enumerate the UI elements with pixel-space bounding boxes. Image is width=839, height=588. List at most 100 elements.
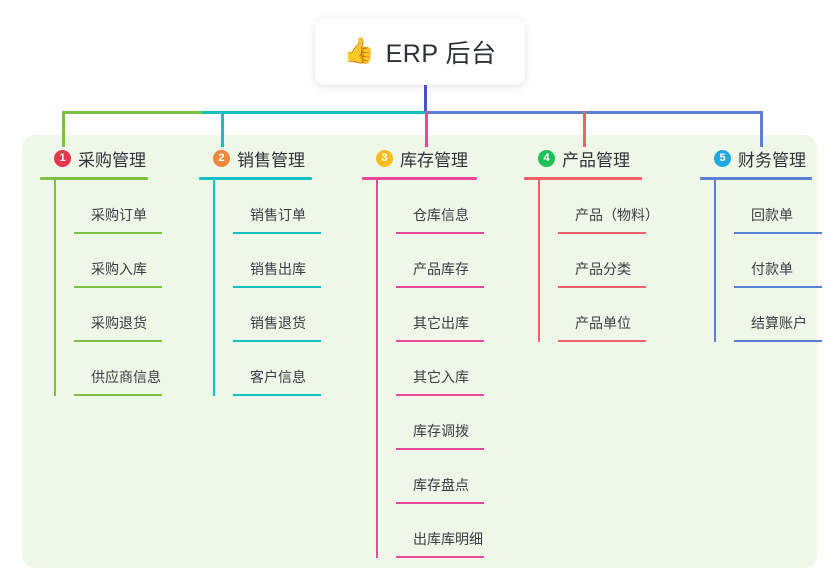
leaf-node[interactable]: 其它入库: [396, 342, 484, 396]
drop-line-5: [760, 111, 763, 147]
leaf-label: 产品分类: [575, 261, 631, 277]
leaf-rule: [396, 394, 484, 396]
column-header-rule: [700, 177, 812, 180]
column-采购管理: 1 采购管理采购订单采购入库采购退货供应商信息: [40, 145, 162, 396]
column-header-rule: [199, 177, 312, 180]
leaf-node[interactable]: 销售出库: [233, 234, 321, 288]
column-badge-3: 3: [376, 149, 393, 167]
column-title: 库存管理: [400, 150, 468, 170]
leaf-label: 供应商信息: [91, 369, 161, 385]
column-items: 回款单付款单结算账户: [714, 180, 822, 342]
column-items: 采购订单采购入库采购退货供应商信息: [54, 180, 162, 396]
leaf-label: 其它入库: [413, 369, 469, 385]
leaf-node[interactable]: 客户信息: [233, 342, 321, 396]
leaf-node[interactable]: 采购订单: [74, 180, 162, 234]
leaf-rule: [233, 394, 321, 396]
column-spine: [538, 180, 540, 342]
diagram-panel: [22, 135, 817, 568]
column-header-1[interactable]: 1 采购管理: [40, 145, 148, 171]
column-spine: [54, 180, 56, 396]
leaf-rule: [734, 232, 822, 234]
leaf-rule: [396, 340, 484, 342]
leaf-node[interactable]: 产品库存: [396, 234, 484, 288]
column-badge-2: 2: [213, 149, 230, 167]
leaf-node[interactable]: 销售订单: [233, 180, 321, 234]
column-header-3[interactable]: 3 库存管理: [362, 145, 477, 171]
drop-line-1: [62, 111, 65, 147]
leaf-label: 客户信息: [250, 369, 306, 385]
root-title: ERP 后台: [385, 39, 497, 68]
column-header-4[interactable]: 4 产品管理: [524, 145, 642, 171]
column-items: 仓库信息产品库存其它出库其它入库库存调拨库存盘点出库库明细: [376, 180, 484, 558]
column-badge-4: 4: [538, 149, 555, 167]
thumbs-up-icon: 👍: [343, 37, 375, 65]
leaf-label: 采购退货: [91, 315, 147, 331]
bus-segment-3: [425, 111, 761, 114]
leaf-rule: [396, 286, 484, 288]
leaf-node[interactable]: 仓库信息: [396, 180, 484, 234]
leaf-node[interactable]: 采购入库: [74, 234, 162, 288]
column-产品管理: 4 产品管理产品（物料） 产品分类产品单位: [524, 145, 659, 342]
leaf-label: 采购订单: [91, 207, 147, 223]
leaf-node[interactable]: 产品（物料）: [558, 180, 659, 234]
leaf-label: 其它出库: [413, 315, 469, 331]
drop-line-4: [583, 111, 586, 147]
column-title: 销售管理: [237, 150, 305, 170]
leaf-node[interactable]: 供应商信息: [74, 342, 162, 396]
leaf-node[interactable]: 采购退货: [74, 288, 162, 342]
column-spine: [213, 180, 215, 396]
leaf-rule: [233, 340, 321, 342]
leaf-node[interactable]: 结算账户: [734, 288, 822, 342]
leaf-node[interactable]: 付款单: [734, 234, 822, 288]
leaf-label: 仓库信息: [413, 207, 469, 223]
leaf-label: 库存调拨: [413, 423, 469, 439]
column-items: 销售订单销售出库销售退货客户信息: [213, 180, 321, 396]
leaf-rule: [74, 394, 162, 396]
leaf-node[interactable]: 产品单位: [558, 288, 646, 342]
leaf-label: 结算账户: [751, 315, 807, 331]
leaf-rule: [396, 502, 484, 504]
leaf-label: 销售退货: [250, 315, 306, 331]
column-items: 产品（物料） 产品分类产品单位: [538, 180, 659, 342]
leaf-label: 出库库明细: [413, 531, 483, 547]
drop-line-2: [221, 111, 224, 147]
bus-segment-2: [202, 111, 425, 114]
column-header-2[interactable]: 2 销售管理: [199, 145, 312, 171]
leaf-label: 产品单位: [575, 315, 631, 331]
leaf-node[interactable]: 库存调拨: [396, 396, 484, 450]
leaf-node[interactable]: 销售退货: [233, 288, 321, 342]
leaf-rule: [74, 286, 162, 288]
leaf-node[interactable]: 产品分类: [558, 234, 646, 288]
column-header-rule: [362, 177, 477, 180]
leaf-node[interactable]: 回款单: [734, 180, 822, 234]
bus-segment-1: [62, 111, 202, 114]
leaf-label: 采购入库: [91, 261, 147, 277]
column-header-rule: [40, 177, 148, 180]
leaf-label: 付款单: [751, 261, 793, 277]
leaf-label: 销售出库: [250, 261, 306, 277]
leaf-rule: [74, 232, 162, 234]
column-badge-1: 1: [54, 149, 71, 167]
drop-line-3: [425, 111, 428, 147]
column-title: 产品管理: [562, 150, 630, 170]
leaf-rule: [558, 340, 646, 342]
leaf-label: 销售订单: [250, 207, 306, 223]
leaf-node[interactable]: 其它出库: [396, 288, 484, 342]
leaf-rule: [233, 286, 321, 288]
leaf-rule: [233, 232, 321, 234]
column-库存管理: 3 库存管理仓库信息产品库存其它出库其它入库库存调拨库存盘点出库库明细: [362, 145, 484, 558]
leaf-rule: [558, 232, 646, 234]
leaf-label: 库存盘点: [413, 477, 469, 493]
column-spine: [714, 180, 716, 342]
leaf-rule: [558, 286, 646, 288]
leaf-node[interactable]: 出库库明细: [396, 504, 484, 558]
column-title: 采购管理: [78, 150, 146, 170]
leaf-rule: [396, 448, 484, 450]
leaf-node[interactable]: 库存盘点: [396, 450, 484, 504]
column-header-rule: [524, 177, 642, 180]
column-title: 财务管理: [738, 150, 806, 170]
root-node[interactable]: 👍 ERP 后台: [315, 18, 525, 85]
